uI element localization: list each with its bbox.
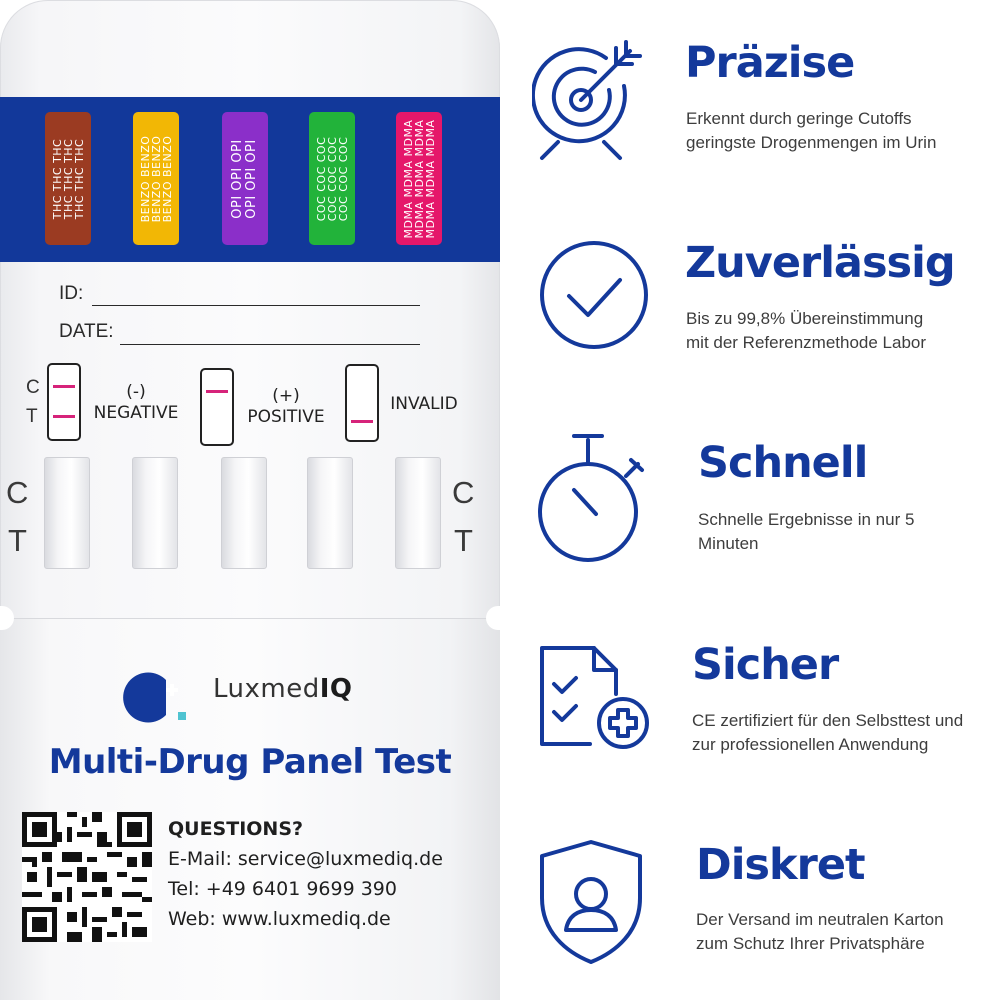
feature-title-sicher: Sicher [692,640,839,690]
negative-c-line [53,385,75,388]
well-c-right: C [452,475,475,510]
strip-benzo: BENZO BENZO BENZO BENZO BENZO BENZO [133,112,179,245]
invalid-label: INVALID [390,394,458,414]
contact-website: Web: www.luxmediq.de [168,908,391,930]
strip-mdma-text: MDMA MDMA MDMA [401,119,415,238]
well-t-right: T [454,523,473,558]
feature-desc-praezise: Erkennt durch geringe Cutoffs geringste … [686,109,937,152]
date-line [120,344,420,345]
feature-desc-diskret: Der Versand im neutralen Karton zum Schu… [696,910,944,953]
result-window-3 [221,457,267,569]
user-shield-icon [540,840,642,964]
result-window-1 [44,457,90,569]
positive-sign: (+) [272,386,300,406]
contact-heading: QUESTIONS? [168,818,304,840]
id-label: ID: [59,283,84,304]
well-c-left: C [6,475,29,510]
brand-name: LuxmedIQ [213,674,353,704]
feature-title-diskret: Diskret [696,840,866,890]
strip-opi-text: OPI OPI OPI [230,138,245,219]
negative-label: NEGATIVE [93,403,179,423]
negative-legend: (-) NEGATIVE [88,382,184,424]
feature-desc-schnell: Schnelle Ergebnisse in nur 5 Minuten [698,510,915,553]
id-line [92,305,420,306]
result-window-4 [307,457,353,569]
strip-thc-text: THC THC THC [50,138,64,219]
strip-coc-text: COC COC COC [314,136,328,221]
feature-desc-sicher: CE zertifiziert für den Selbsttest und z… [692,711,964,754]
result-window-5 [395,457,441,569]
strip-opi: OPI OPI OPI OPI OPI OPI [222,112,268,245]
check-circle-icon [540,241,648,349]
negative-t-line [53,415,75,418]
negative-sign: (-) [126,382,146,402]
target-icon [532,40,642,160]
strip-benzo-text: BENZO BENZO [138,135,152,222]
date-label: DATE: [59,321,114,342]
contact-email: E-Mail: service@luxmediq.de [168,848,443,870]
product-title: Multi-Drug Panel Test [48,742,452,782]
positive-legend: (+) POSITIVE [240,386,332,428]
positive-example-window [200,368,234,446]
legend-t-letter: T [26,406,38,427]
feature-title-zuverlaessig: Zuverlässig [685,238,956,288]
negative-example-window [47,363,81,441]
feature-title-schnell: Schnell [698,438,868,488]
strip-mdma: MDMA MDMA MDMA MDMA MDMA MDMA MDMA MDMA … [396,112,442,245]
luxmediq-logo-icon [123,672,186,723]
result-window-2 [132,457,178,569]
strip-coc: COC COC COC COC COC COC COC COC COC [309,112,355,245]
certified-document-icon [540,646,649,749]
positive-c-line [206,390,228,393]
stopwatch-icon [538,434,644,562]
feature-desc-zuverlaessig: Bis zu 99,8% Übereinstimmung mit der Ref… [686,309,927,352]
positive-label: POSITIVE [247,407,325,427]
invalid-t-line [351,420,373,423]
strip-thc: THC THC THC THC THC THC THC THC THC [45,112,91,245]
legend-c-letter: C [26,377,40,398]
qr-code [22,812,152,942]
well-t-left: T [8,523,27,558]
invalid-example-window [345,364,379,442]
drug-test-cassette: THC THC THC THC THC THC THC THC THC BENZ… [0,0,500,1000]
contact-phone: Tel: +49 6401 9699 390 [168,878,397,900]
feature-title-praezise: Präzise [685,38,855,88]
